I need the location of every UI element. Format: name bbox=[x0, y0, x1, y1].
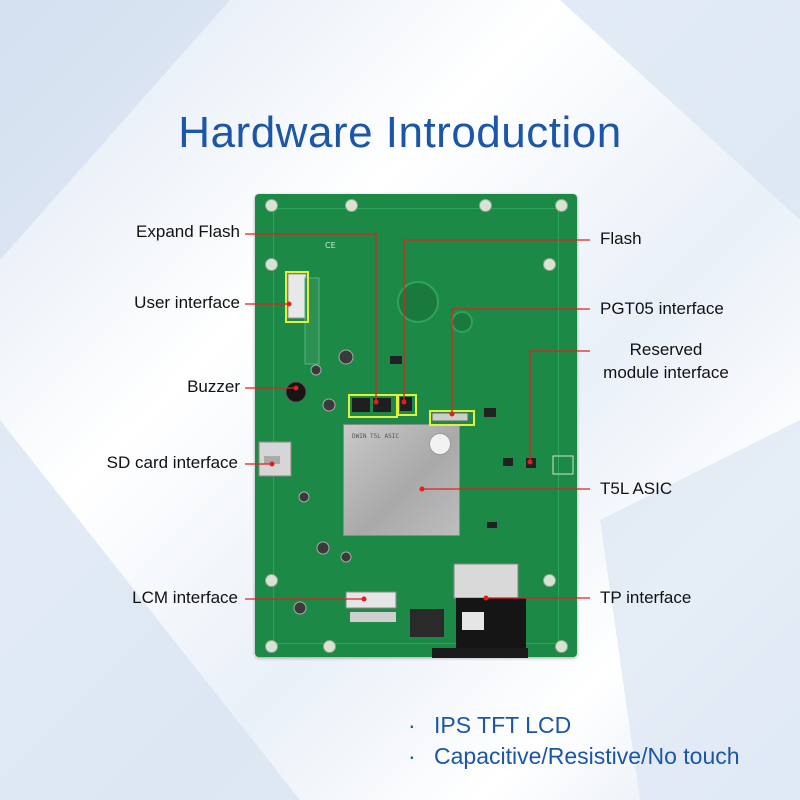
t5l-asic-chip: DWIN T5L ASIC bbox=[343, 424, 460, 536]
feature-item: · IPS TFT LCD bbox=[408, 710, 740, 741]
label-reserved-line2: module interface bbox=[603, 363, 729, 382]
svg-text:CE: CE bbox=[325, 241, 336, 250]
label-expand-flash: Expand Flash bbox=[136, 222, 240, 241]
mount-hole bbox=[543, 574, 556, 587]
mount-hole bbox=[345, 199, 358, 212]
mount-hole bbox=[479, 199, 492, 212]
feature-text: IPS TFT LCD bbox=[434, 712, 572, 738]
feature-item: · Capacitive/Resistive/No touch bbox=[408, 741, 740, 772]
label-buzzer: Buzzer bbox=[187, 377, 240, 396]
label-t5l-asic: T5L ASIC bbox=[600, 479, 673, 498]
mount-hole bbox=[543, 258, 556, 271]
reserved-line bbox=[529, 350, 590, 462]
label-pgt05-interface: PGT05 interface bbox=[600, 299, 724, 318]
user-interface-highlight bbox=[285, 271, 309, 323]
label-sd-card-interface: SD card interface bbox=[106, 453, 238, 472]
flash-line bbox=[403, 239, 590, 402]
flash-highlight bbox=[397, 394, 417, 416]
feature-text: Capacitive/Resistive/No touch bbox=[434, 743, 740, 769]
mount-hole bbox=[265, 199, 278, 212]
page-title: Hardware Introduction bbox=[178, 108, 622, 157]
label-user-interface: User interface bbox=[134, 293, 240, 312]
mount-hole bbox=[555, 199, 568, 212]
chip-marking: DWIN T5L ASIC bbox=[352, 433, 399, 440]
mount-hole bbox=[265, 258, 278, 271]
label-reserved-module-interface: Reserved module interface bbox=[586, 340, 746, 383]
label-tp-interface: TP interface bbox=[600, 588, 692, 607]
expand-flash-line bbox=[245, 233, 377, 400]
mount-hole bbox=[265, 640, 278, 653]
feature-list: · IPS TFT LCD · Capacitive/Resistive/No to… bbox=[408, 710, 740, 772]
label-lcm-interface: LCM interface bbox=[132, 588, 238, 607]
label-reserved-line1: Reserved bbox=[629, 340, 703, 359]
mount-hole bbox=[265, 574, 278, 587]
pgt05-line bbox=[451, 308, 590, 414]
bullet-icon: · bbox=[408, 712, 416, 738]
chip-sticker bbox=[429, 433, 451, 455]
board-outline bbox=[273, 208, 559, 644]
label-flash: Flash bbox=[600, 229, 642, 248]
bullet-icon: · bbox=[408, 743, 416, 769]
mount-hole bbox=[323, 640, 336, 653]
mount-hole bbox=[555, 640, 568, 653]
